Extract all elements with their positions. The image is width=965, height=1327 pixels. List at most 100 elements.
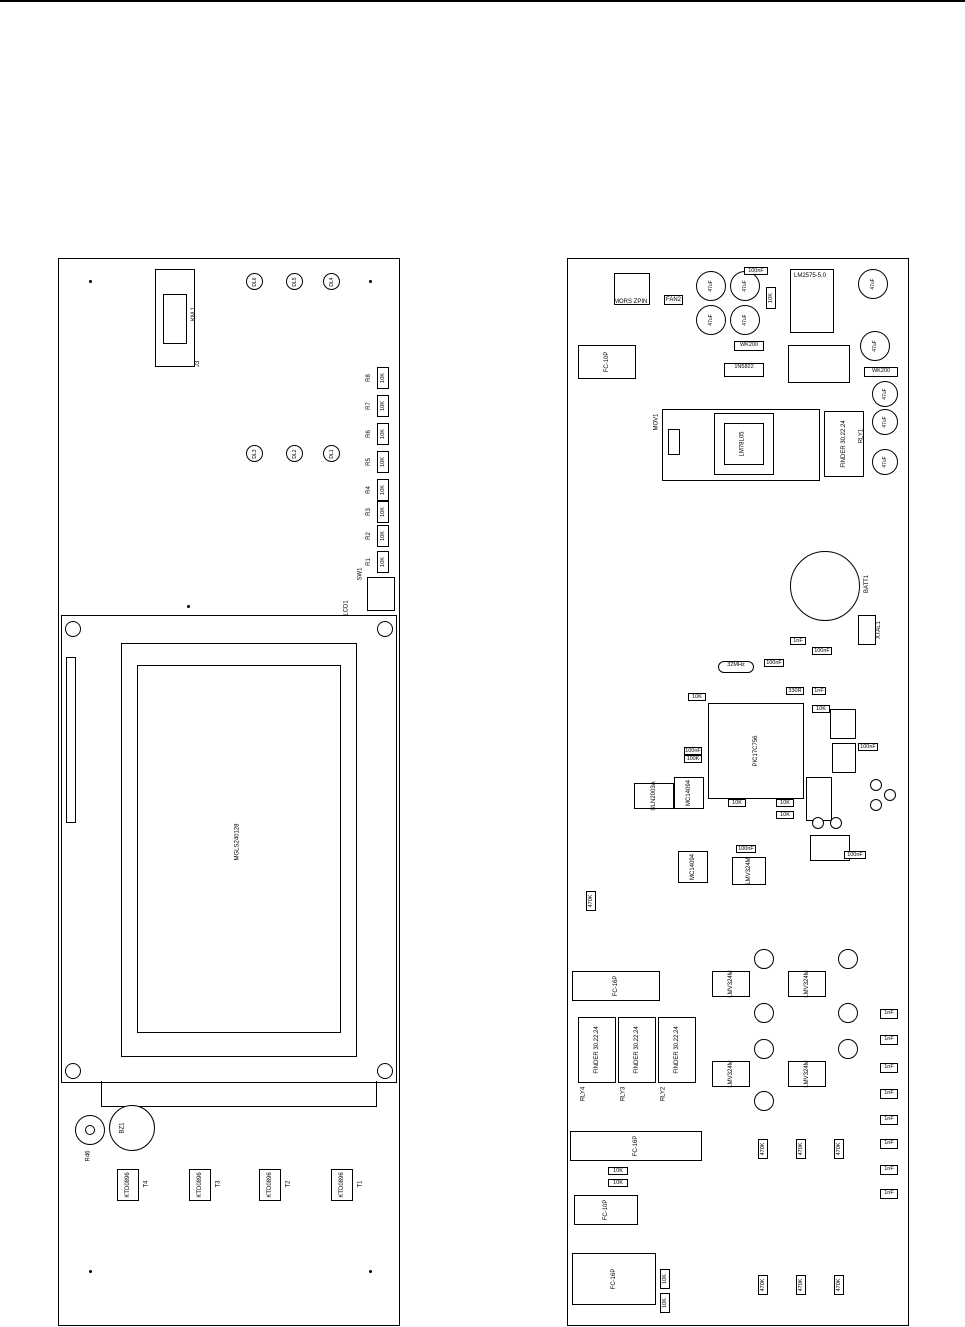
resistor: 470K bbox=[834, 1139, 844, 1159]
resistor-r4: 10K bbox=[377, 479, 389, 501]
buzzer-label: BZ1 bbox=[119, 1122, 126, 1134]
trimmer-cap bbox=[754, 949, 774, 969]
resistor-r5: 10K bbox=[377, 451, 389, 473]
transformer-mov1 bbox=[662, 409, 820, 481]
relay-ref: RLY2 bbox=[660, 1086, 667, 1102]
rtc-ic bbox=[832, 743, 856, 773]
mount-hole bbox=[65, 1063, 81, 1079]
resistor: 10K bbox=[660, 1269, 670, 1289]
km1-label: KM 1 bbox=[191, 306, 198, 322]
res-10k: 10K bbox=[608, 1167, 628, 1175]
relay-ref: RLY3 bbox=[620, 1086, 627, 1102]
capacitor-47uf: 47uF bbox=[730, 271, 760, 301]
res-10k: 10K bbox=[688, 693, 706, 701]
mount-hole bbox=[65, 621, 81, 637]
resistor: 470K bbox=[796, 1139, 806, 1159]
lcd-part-label: MGLS240128 bbox=[234, 823, 241, 861]
cap-1nf: 1nF bbox=[880, 1139, 898, 1149]
trimmer-cap bbox=[754, 1003, 774, 1023]
mount-hole bbox=[377, 1063, 393, 1079]
led-dl1: DL1 bbox=[323, 445, 340, 462]
res-10k: 10K bbox=[776, 799, 794, 807]
capacitor-47uf: 47uF bbox=[872, 449, 898, 475]
switch-sw1 bbox=[367, 577, 395, 611]
cap-100nf: 100nF bbox=[744, 267, 768, 275]
eeprom-24c256 bbox=[830, 709, 856, 739]
pot-label: R46 bbox=[85, 1150, 92, 1162]
res-10k: 10K bbox=[608, 1179, 628, 1187]
cap-100nf: 100nF bbox=[844, 851, 866, 859]
lcd-ref-label: LCD1 bbox=[343, 600, 350, 616]
key-ref: T1 bbox=[357, 1180, 364, 1188]
sw1-label: SW1 bbox=[357, 567, 364, 581]
fiducial-mark bbox=[187, 605, 190, 608]
fc-connector-j4: FC-16P bbox=[570, 1131, 702, 1161]
cap-1nf: 1nF bbox=[880, 1115, 898, 1125]
resistor-label: R7 bbox=[365, 402, 372, 410]
morse-connector bbox=[614, 273, 650, 305]
pot-knob bbox=[85, 1125, 95, 1135]
buzzer-bz1 bbox=[109, 1105, 155, 1151]
transformer-core bbox=[714, 413, 774, 475]
capacitor-47uf: 47uF bbox=[872, 409, 898, 435]
morse-label: MORS ZPIN bbox=[614, 299, 648, 305]
transformer-inner bbox=[724, 423, 764, 465]
fc-connector-j6: FC-16P bbox=[572, 971, 660, 1001]
capacitor-47uf: 47uF bbox=[858, 269, 888, 299]
inductor-l2 bbox=[788, 345, 850, 383]
fan-label: FAN2 bbox=[664, 295, 684, 305]
back-board: MORS ZPIN FAN2 47uF 47uF 47uF 47uF 100nF… bbox=[567, 258, 909, 1326]
lcd-tail bbox=[101, 1081, 377, 1107]
trimmer bbox=[870, 799, 882, 811]
relay-rly2: FINDER 30.22.24 bbox=[658, 1017, 696, 1083]
resistor-label: R6 bbox=[365, 430, 372, 438]
fc-connector-j7: FC-10P bbox=[574, 1195, 638, 1225]
key-t1: KTD0896 bbox=[331, 1169, 353, 1201]
regulator-label: LM2575-5.0 bbox=[794, 273, 827, 279]
capacitor-47uf: 47uF bbox=[696, 305, 726, 335]
resistor-label: R8 bbox=[365, 374, 372, 382]
capacitor-47uf: 47uF bbox=[696, 271, 726, 301]
battery-label: BATT1 bbox=[864, 574, 871, 594]
res-10k: 10K bbox=[728, 799, 746, 807]
resistor-label: R5 bbox=[365, 458, 372, 466]
trimmer-cap bbox=[754, 1039, 774, 1059]
relay-ref: RLY4 bbox=[580, 1086, 587, 1102]
resistor: 470K bbox=[586, 891, 596, 911]
coil-wk200: WK200 bbox=[864, 367, 898, 377]
resistor-label: R2 bbox=[365, 532, 372, 540]
resistor: 470K bbox=[758, 1139, 768, 1159]
km1-module bbox=[155, 269, 195, 367]
trimmer-cap bbox=[838, 1003, 858, 1023]
mc14094-lower: MC14094 bbox=[678, 851, 708, 883]
resistor: 470K bbox=[796, 1275, 806, 1295]
key-t4: KTD0896 bbox=[117, 1169, 139, 1201]
lm-ic bbox=[810, 835, 850, 861]
fc-connector-j5: FC-10P bbox=[578, 345, 636, 379]
resistor-label: R3 bbox=[365, 508, 372, 516]
mount-hole bbox=[377, 621, 393, 637]
battery-batt1 bbox=[790, 551, 860, 621]
coil-wk200: WK200 bbox=[734, 341, 764, 351]
lcd-screen bbox=[137, 665, 341, 1033]
cap-100nf: 100nF bbox=[684, 747, 702, 755]
lmv324m-1: LMV324M bbox=[712, 970, 750, 998]
trimmer bbox=[812, 817, 824, 829]
trimmer bbox=[830, 817, 842, 829]
resistor: 10K bbox=[766, 287, 776, 309]
relay-ref: RLY1 bbox=[858, 428, 865, 444]
lmv324m-3: LMV324M bbox=[712, 1060, 750, 1088]
uln2003a: ULN2003A bbox=[634, 781, 674, 811]
capacitor-47uf: 47uF bbox=[860, 331, 890, 361]
res-10k: 10K bbox=[812, 705, 830, 713]
trimmer-cap bbox=[754, 1091, 774, 1111]
cap-1nf: 1nF bbox=[790, 637, 806, 645]
lcd-connector-strip bbox=[66, 657, 76, 823]
cap-100nf: 100nF bbox=[764, 659, 784, 667]
ds1302 bbox=[806, 777, 832, 821]
res-100k: 100K bbox=[684, 755, 702, 763]
resistor: 470K bbox=[758, 1275, 768, 1295]
relay-rly4: FINDER 30.22.24 bbox=[578, 1017, 616, 1083]
led-dl4: DL4 bbox=[323, 273, 340, 290]
relay-rly1: FINDER 30.22.24 bbox=[824, 411, 864, 477]
